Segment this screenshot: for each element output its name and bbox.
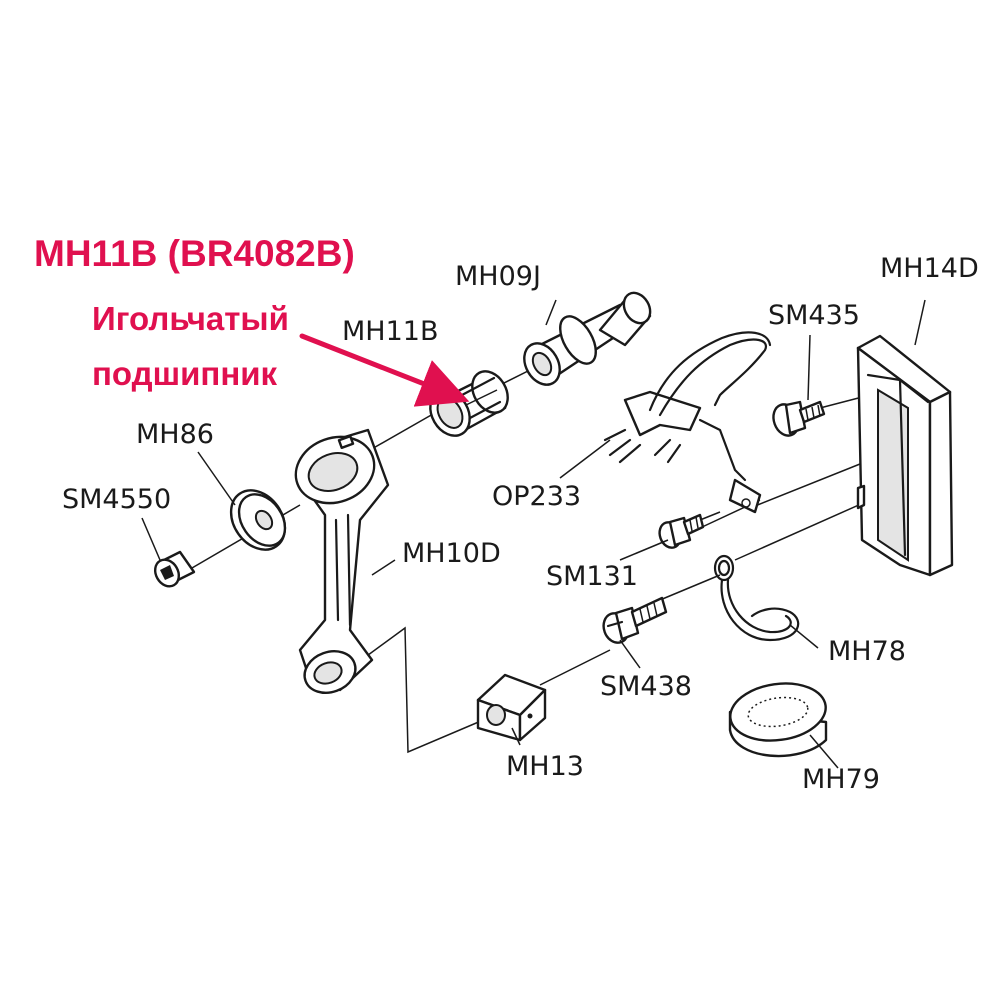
label-mh09j: MH09J bbox=[455, 261, 541, 292]
description-line-1: Игольчатый bbox=[92, 300, 289, 337]
label-sm4550: SM4550 bbox=[62, 484, 171, 515]
sm438-screw-icon bbox=[602, 596, 668, 644]
heading: MH11B (BR4082B) bbox=[34, 233, 355, 274]
mh10d-connecting-rod-icon bbox=[294, 428, 390, 694]
pointer-arrow bbox=[299, 333, 470, 407]
mh11b-needle-bearing-icon bbox=[429, 370, 509, 437]
label-mh13: MH13 bbox=[506, 751, 584, 782]
mh13-block-icon bbox=[476, 673, 547, 742]
label-mh79: MH79 bbox=[802, 764, 880, 795]
label-mh86: MH86 bbox=[136, 419, 214, 450]
part-labels: MH11B MH09J MH14D SM435 MH86 SM4550 OP23… bbox=[62, 253, 979, 795]
sm131-screw-icon bbox=[658, 513, 705, 549]
mh86-washer-icon bbox=[229, 489, 287, 551]
label-op233: OP233 bbox=[492, 481, 581, 512]
label-sm438: SM438 bbox=[600, 671, 692, 702]
sm4550-screw-icon bbox=[153, 550, 196, 588]
description-line-2: подшипник bbox=[92, 355, 278, 392]
mh09j-shaft-bushing-icon bbox=[523, 291, 652, 386]
label-sm435: SM435 bbox=[768, 300, 860, 331]
highlight-annotation: MH11B (BR4082B) Игольчатый подшипник bbox=[34, 233, 470, 407]
mh79-cap-icon bbox=[728, 682, 828, 758]
mh14d-guide-plate-icon bbox=[856, 334, 954, 577]
sm435-screw-icon bbox=[772, 400, 826, 437]
label-mh14d: MH14D bbox=[880, 253, 979, 284]
label-sm131: SM131 bbox=[546, 561, 638, 592]
label-mh78: MH78 bbox=[828, 636, 906, 667]
leader-lines bbox=[141, 299, 926, 769]
label-mh10d: MH10D bbox=[402, 538, 501, 569]
label-mh11b: MH11B bbox=[342, 316, 438, 347]
mh78-spring-clip-icon bbox=[713, 554, 800, 642]
op233-spring-wire-icon bbox=[603, 331, 772, 514]
